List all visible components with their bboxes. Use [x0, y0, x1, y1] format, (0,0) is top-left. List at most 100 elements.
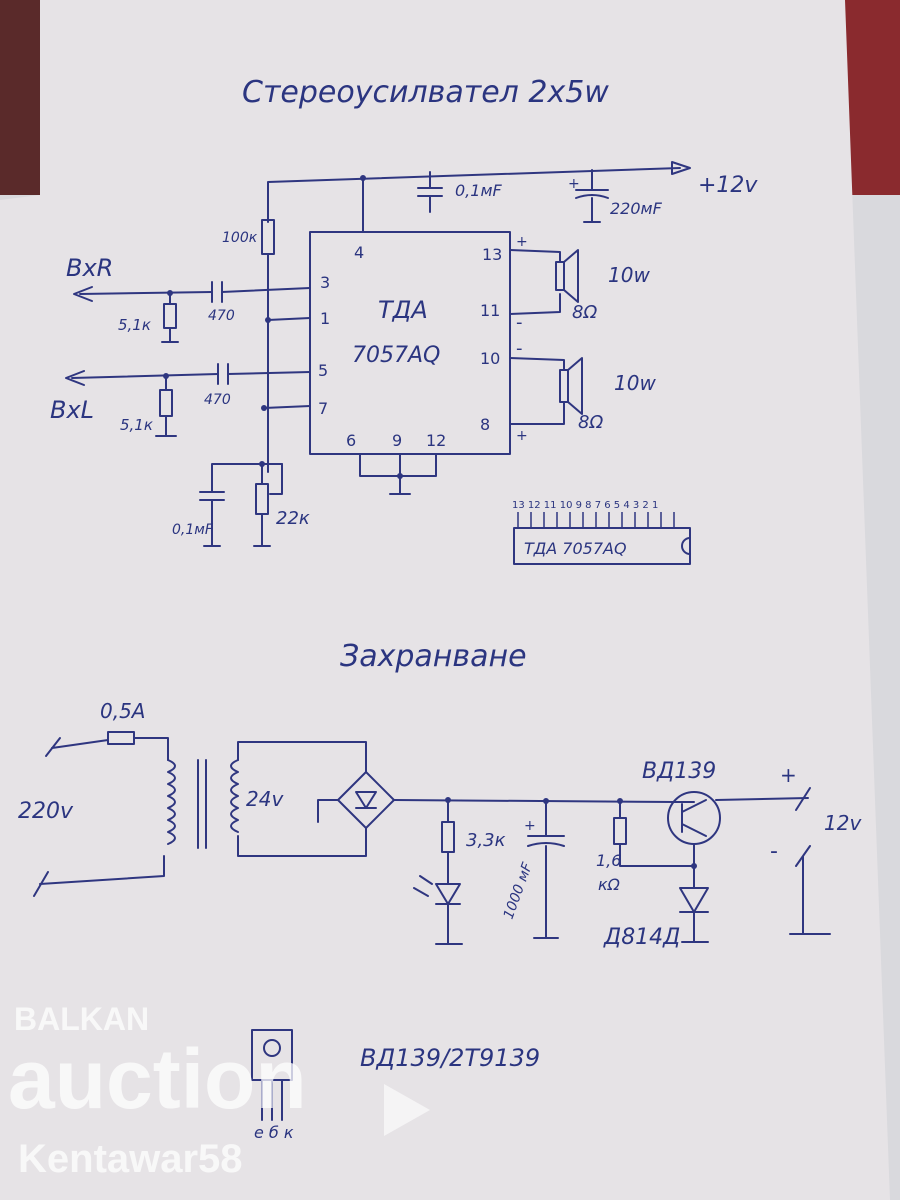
watermark-auction: auction — [8, 1032, 307, 1126]
speaker-r-cone — [563, 249, 579, 303]
led — [435, 799, 463, 945]
speaker-r-power: 10w — [608, 263, 650, 287]
mains-terminal-bottom — [33, 871, 49, 897]
transistor-leads — [675, 799, 707, 867]
res-in-l-wire — [155, 375, 177, 437]
pinout-transistor-hole — [263, 1039, 281, 1057]
transformer-core — [197, 759, 207, 849]
input-l-wire — [71, 371, 311, 379]
transistor-label: ВД139 — [642, 759, 716, 784]
mains-wire-bottom — [39, 855, 165, 885]
bridge-minus — [317, 799, 339, 823]
fuse-label: 0,5A — [100, 699, 146, 723]
pinout-body — [513, 527, 691, 565]
speaker-l-imp: 8Ω — [578, 412, 603, 433]
pin-6: 6 — [346, 431, 356, 450]
watermark-user: Kentawar58 — [18, 1137, 243, 1181]
pinout-notch — [681, 537, 691, 555]
cap-in-l — [217, 363, 229, 385]
fuse — [107, 731, 135, 745]
supply-label: +12v — [698, 173, 758, 198]
pin-7: 7 — [318, 399, 328, 418]
transformer-primary — [167, 759, 176, 845]
input-l-label: BxL — [50, 396, 94, 424]
input-l-arrow — [65, 370, 85, 386]
amp-title: Стереоусилвател 2x5w — [242, 75, 609, 110]
cap-in-r-label: 470 — [208, 308, 235, 324]
res-base-wire — [619, 800, 695, 867]
watermark-play-icon — [384, 1084, 430, 1136]
cap-top-small-label: 0,1мF — [455, 181, 503, 200]
input-r-wire — [79, 287, 311, 295]
pinout-label: ТДА 7057AQ — [524, 539, 627, 558]
led-rays — [413, 875, 433, 897]
watermark-balkan: BALKAN — [14, 1001, 149, 1037]
pinout-legs — [517, 512, 675, 528]
ic-name: ТДА — [378, 296, 428, 324]
cap-bottom-label: 0,1мF — [172, 522, 214, 538]
plus-r: + — [516, 234, 528, 250]
out-minus: - — [770, 839, 778, 864]
out-plus: + — [780, 763, 797, 787]
speaker-l-cone — [567, 357, 583, 415]
speaker-l-power: 10w — [614, 371, 656, 395]
pin-13: 13 — [482, 245, 502, 264]
cap-big — [527, 800, 565, 939]
supply-rail — [267, 167, 681, 223]
input-r-arrow — [73, 286, 93, 302]
mains-wire-top — [51, 737, 169, 761]
pinout-numbers: 13 12 11 10 9 8 7 6 5 4 3 2 1 — [512, 500, 658, 511]
speaker-l-magnet — [559, 369, 569, 403]
background-left — [0, 0, 40, 200]
power-title: Захранване — [340, 639, 527, 674]
zener-label: Д814Д — [603, 925, 680, 950]
bridge-diode-symbol — [355, 791, 377, 809]
pin-12: 12 — [426, 431, 446, 450]
secondary-label: 24v — [246, 787, 284, 811]
out-terminal-bottom — [789, 845, 831, 935]
pin-10: 10 — [480, 349, 500, 368]
minus-r: - — [516, 312, 523, 333]
mains-label: 220v — [18, 799, 74, 824]
speaker-r-wire — [509, 249, 561, 315]
mains-terminal-top — [45, 737, 61, 757]
zener — [679, 865, 709, 943]
speaker-l-wire — [509, 357, 565, 425]
pinout-pins: е б к — [254, 1123, 294, 1142]
wire-pin1 — [267, 317, 311, 321]
out-voltage: 12v — [824, 811, 862, 835]
supply-arrow — [671, 161, 691, 175]
out-terminal-top — [795, 787, 811, 811]
pin-3: 3 — [320, 273, 330, 292]
speaker-r-imp: 8Ω — [572, 302, 597, 323]
cap-top-large-plus: + — [568, 176, 580, 192]
pin-11: 11 — [480, 301, 500, 320]
res-base-unit: кΩ — [598, 875, 621, 894]
res-in-l-label: 5,1к — [120, 416, 153, 434]
pinout-transistor-label: ВД139/2Т9139 — [360, 1044, 540, 1072]
pot — [255, 483, 269, 515]
cap-top-large-label: 220мF — [610, 199, 663, 218]
cap-bottom — [199, 463, 283, 547]
pinout-transistor-legs — [261, 1079, 283, 1121]
res-in-r-wire — [161, 292, 179, 343]
plus-l: + — [516, 428, 528, 444]
ic-part: 7057AQ — [352, 343, 440, 368]
res-in-r-label: 5,1к — [118, 316, 151, 334]
minus-l: - — [516, 338, 523, 359]
node-ground — [397, 473, 403, 479]
bridge-rectifier — [337, 771, 395, 829]
bridge-wires — [237, 741, 367, 857]
rail-right — [715, 797, 809, 801]
speaker-r-magnet — [555, 261, 565, 291]
res-top-label: 100к — [222, 230, 258, 246]
pot-wires — [253, 463, 283, 547]
pin-9: 9 — [392, 431, 402, 450]
input-r-label: BxR — [66, 254, 113, 282]
cap-top-large — [575, 169, 609, 223]
transformer-secondary — [230, 759, 239, 833]
res-base-value: 1,6 — [596, 851, 621, 870]
cap-in-r — [211, 281, 223, 303]
ic-body — [309, 231, 511, 455]
